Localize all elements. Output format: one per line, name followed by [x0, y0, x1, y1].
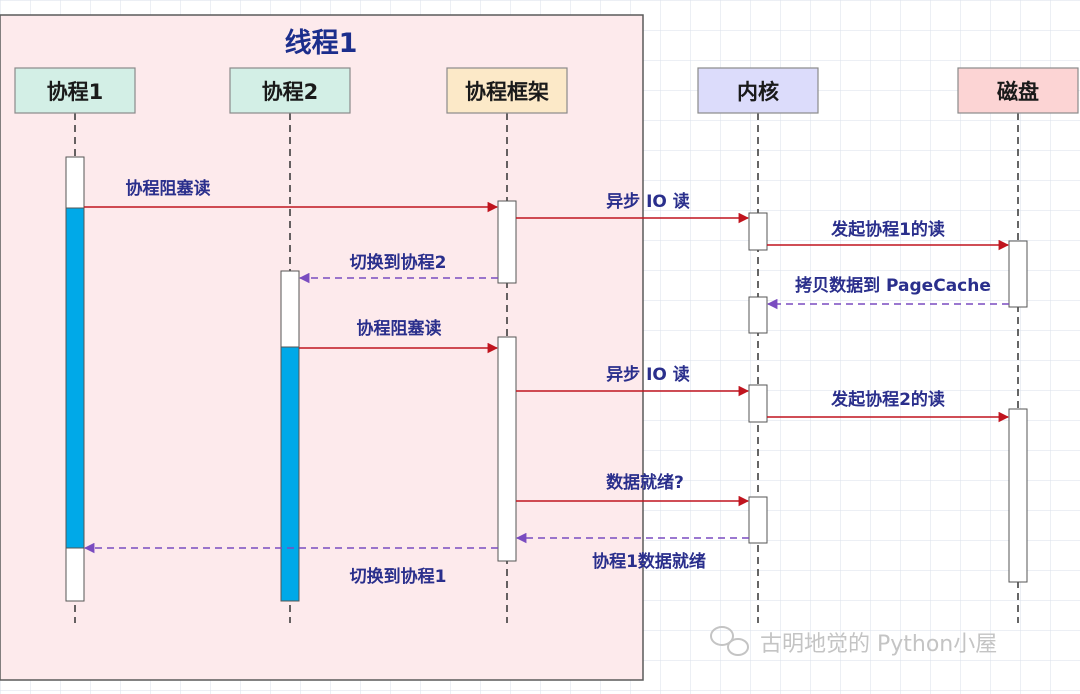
participant-disk: 磁盘 — [957, 67, 1079, 114]
activation-co2-running — [280, 346, 300, 602]
activation-kernel-4 — [748, 496, 768, 544]
activation-co1-running — [65, 207, 85, 549]
activation-fw-2 — [497, 336, 517, 562]
participant-kernel-label: 内核 — [737, 80, 779, 104]
msg-fw-async-io-1: 异步 IO 读 — [606, 191, 690, 212]
msg-data-ready-query: 数据就绪? — [606, 472, 684, 493]
participant-fw-label: 协程框架 — [465, 80, 549, 104]
activation-kernel-3 — [748, 384, 768, 423]
msg-copy-pagecache: 拷贝数据到 PageCache — [795, 275, 991, 296]
activation-fw-1 — [497, 200, 517, 284]
msg-kernel-start-read-1: 发起协程1的读 — [830, 219, 945, 240]
participant-co1: 协程1 — [14, 67, 136, 114]
wechat-icon — [710, 626, 749, 656]
watermark: 古明地觉的 Python小屋 — [710, 626, 997, 657]
participant-co1-label: 协程1 — [47, 80, 104, 104]
msg-co2-block-read: 协程阻塞读 — [357, 318, 442, 339]
participant-co2-label: 协程2 — [262, 80, 319, 104]
participant-co2: 协程2 — [229, 67, 351, 114]
msg-switch-to-co1: 切换到协程1 — [350, 566, 447, 587]
msg-co1-block-read: 协程阻塞读 — [126, 178, 211, 199]
watermark-text: 古明地觉的 Python小屋 — [760, 632, 997, 657]
msg-fw-async-io-2: 异步 IO 读 — [606, 364, 690, 385]
participant-fw: 协程框架 — [446, 67, 568, 114]
msg-kernel-start-read-2: 发起协程2的读 — [830, 389, 945, 410]
participant-kernel: 内核 — [697, 67, 819, 114]
participant-disk-label: 磁盘 — [997, 80, 1039, 104]
msg-switch-to-co2: 切换到协程2 — [350, 252, 447, 273]
activation-kernel-1 — [748, 212, 768, 251]
activation-disk-1 — [1008, 240, 1028, 308]
activation-disk-2 — [1008, 408, 1028, 583]
thread-title: 线程1 — [285, 28, 358, 59]
msg-co1-data-ready: 协程1数据就绪 — [592, 551, 706, 572]
activation-kernel-2 — [748, 296, 768, 334]
